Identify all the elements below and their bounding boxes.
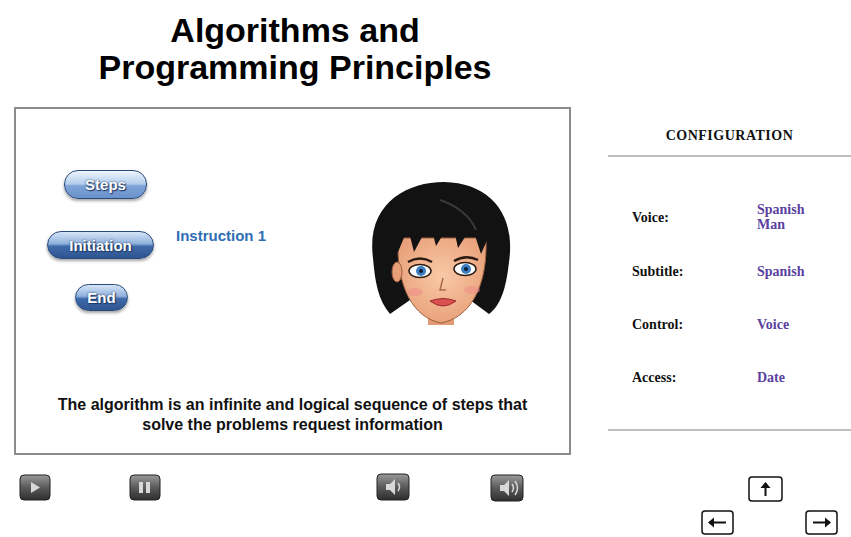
button-label: End [87, 289, 115, 306]
setting-value: Date [757, 370, 785, 385]
menu-button: Steps [64, 170, 147, 199]
setting-name: Voice: [632, 210, 669, 226]
volume-down-button [377, 474, 409, 500]
separator-line [608, 429, 851, 431]
arrow-right-key [806, 511, 837, 534]
arrow-up-key [749, 477, 782, 501]
play-button [20, 475, 50, 500]
content-panel: The algorithm is an infinite and logical… [14, 107, 571, 455]
separator-line [608, 155, 851, 157]
volume-up-button [491, 475, 523, 501]
setting-name: Control: [632, 317, 683, 333]
setting-value: Voice [757, 317, 789, 332]
arrow-left-key [702, 511, 733, 534]
panel-heading: CONFIGURATION [608, 128, 851, 144]
setting-value: Spanish [757, 264, 804, 279]
setting-name: Access: [632, 370, 676, 386]
button-label: Initiation [69, 237, 132, 254]
setting-name: Subtitle: [632, 264, 683, 280]
setting-value: Spanish Man [757, 202, 829, 232]
page-title: Algorithms and Programming Principles [0, 12, 590, 86]
pause-button [130, 475, 160, 500]
instruction-text: Instruction 1 [176, 227, 266, 244]
avatar-face [372, 182, 510, 325]
description-text: The algorithm is an infinite and logical… [36, 395, 549, 435]
menu-button: Initiation [47, 231, 154, 259]
menu-button: End [75, 284, 128, 311]
button-label: Steps [85, 176, 126, 193]
